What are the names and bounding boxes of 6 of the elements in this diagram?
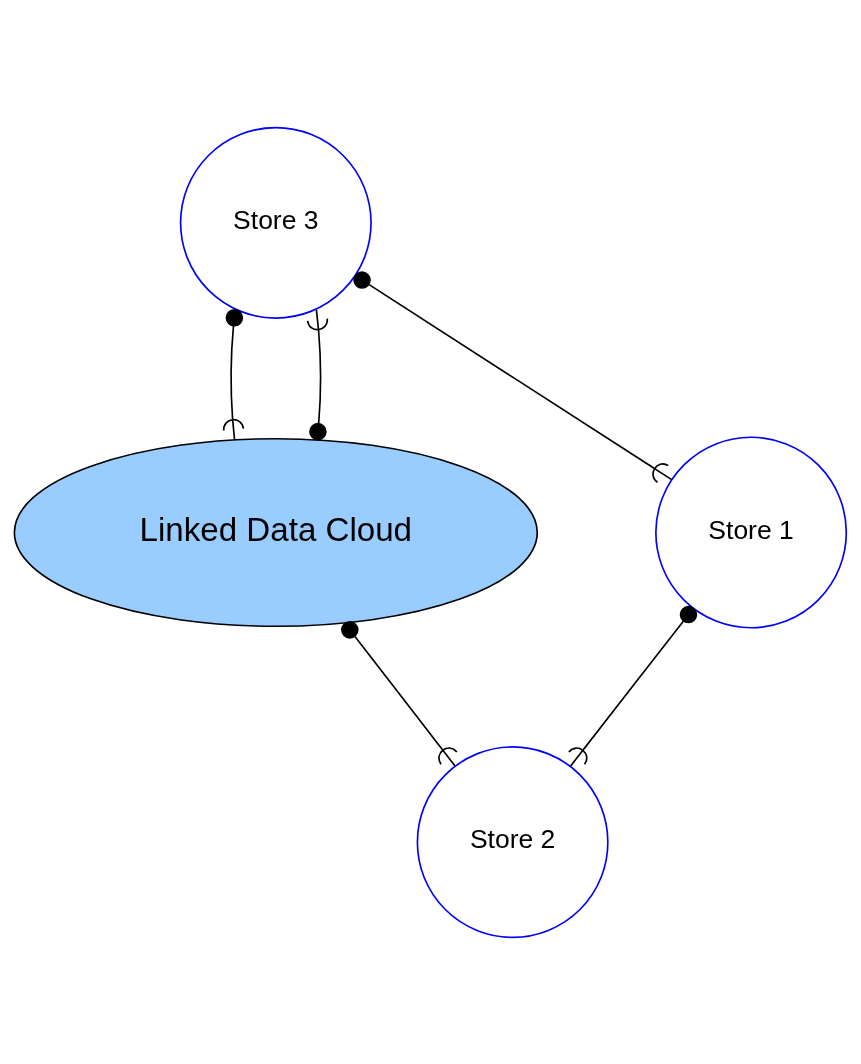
connector — [222, 308, 245, 440]
connector — [353, 270, 673, 483]
node-ellipse: Linked Data Cloud — [13, 437, 539, 627]
connector — [306, 308, 329, 440]
connector — [341, 620, 458, 767]
connector — [568, 605, 698, 767]
